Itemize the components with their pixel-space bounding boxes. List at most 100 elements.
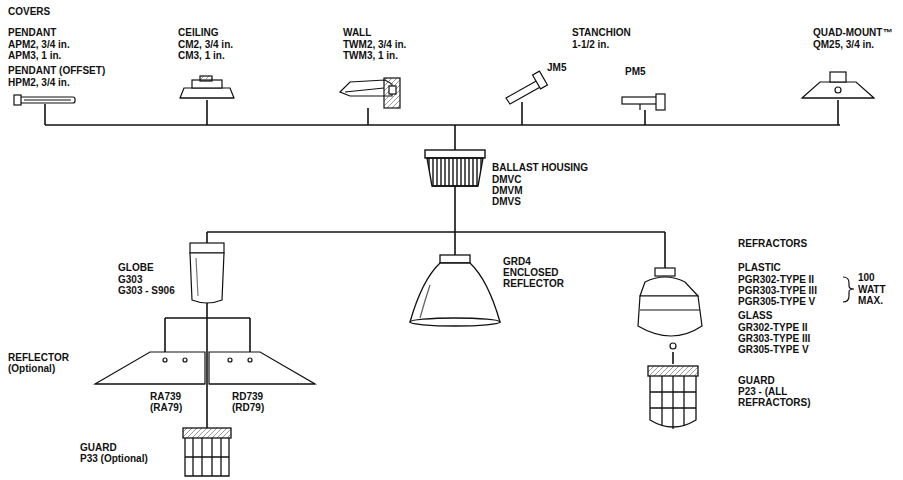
part-label: STANCHION [572, 27, 631, 38]
part-label: PGR305-TYPE V [738, 296, 815, 307]
tree-line [206, 318, 208, 428]
reflector-halves [95, 383, 205, 384]
tree-line [44, 104, 46, 125]
reflector-halves [95, 352, 205, 384]
reflector-halves [228, 358, 232, 362]
part-label: GLOBE [118, 262, 154, 273]
part-label: GR302-TYPE II [738, 322, 807, 333]
part-label: BALLAST HOUSING [492, 162, 588, 173]
ceiling-cover [180, 88, 234, 98]
refractor [638, 296, 702, 336]
tree-line [206, 232, 208, 243]
wall-cover [384, 78, 400, 108]
reflector-halves [248, 358, 252, 362]
wall-cover [389, 86, 396, 94]
stanchion-jm5 [506, 71, 547, 104]
globe [190, 253, 224, 303]
part-label: RD739 [232, 391, 263, 402]
wall-cover [340, 78, 400, 108]
part-label: PGR303-TYPE III [738, 285, 817, 296]
brace [843, 277, 854, 302]
ballast-housing [427, 158, 483, 186]
tree-line [367, 108, 369, 125]
part-label: ENCLOSED [503, 267, 559, 278]
part-label: TWM3, 1 in. [343, 50, 398, 61]
part-label: MAX. [858, 295, 883, 306]
reflector-halves [95, 352, 315, 384]
part-label: PENDANT [8, 27, 56, 38]
part-label: GUARD [80, 442, 117, 453]
globe-guard [185, 456, 229, 457]
refractor-guard [683, 376, 684, 426]
refractor [638, 268, 702, 349]
part-label: RA739 [150, 391, 181, 402]
part-label: COVERS [8, 6, 50, 17]
part-label: HPM2, 3/4 in. [8, 77, 70, 88]
part-label: REFRACTORS) [738, 397, 811, 408]
part-label: APM3, 1 in. [8, 50, 61, 61]
quad-mount-cover [802, 97, 874, 98]
part-label: APM2, 3/4 in. [8, 39, 70, 50]
part-label: REFLECTOR [8, 352, 69, 363]
part-label: GLASS [738, 310, 772, 321]
part-label: GRD4 [503, 256, 531, 267]
refractor [670, 343, 676, 349]
globe [190, 243, 224, 253]
quad-mount-cover [802, 82, 874, 98]
part-label: CM2, 3/4 in. [178, 39, 233, 50]
enclosed-reflector [410, 255, 500, 326]
part-label: G303 [118, 274, 142, 285]
reflector-halves [163, 358, 167, 362]
pendant-cover [20, 97, 75, 103]
part-label: TWM2, 3/4 in. [343, 39, 406, 50]
stanchion-jm5 [506, 80, 542, 104]
part-label: CM3, 1 in. [178, 50, 225, 61]
reflector-halves [209, 383, 315, 384]
ballast-housing [425, 150, 485, 186]
refractor-guard [672, 376, 673, 429]
part-label: JM5 [547, 62, 566, 73]
ceiling-cover [200, 76, 212, 81]
tree-line [45, 100, 840, 428]
tree-line [206, 100, 208, 125]
part-label: GR305-TYPE V [738, 344, 809, 355]
stanchion-jm5 [533, 71, 548, 89]
refractor-guard [648, 366, 698, 376]
reflector-halves [183, 358, 187, 362]
wall-cover [345, 88, 384, 92]
part-label: P23 - (ALL [738, 386, 787, 397]
part-label: QM25, 3/4 in. [813, 39, 874, 50]
tree-line [454, 232, 456, 255]
tree-line [206, 302, 208, 318]
ballast-housing [425, 150, 485, 158]
part-label: G303 - S906 [118, 285, 175, 296]
part-label: WATT [858, 284, 886, 295]
tree-line [672, 352, 674, 364]
part-label: GR303-TYPE III [738, 333, 810, 344]
enclosed-reflector [410, 263, 500, 322]
tree-line [521, 102, 523, 125]
pendant-cover [14, 95, 21, 105]
part-label: CEILING [178, 27, 219, 38]
tree-line [664, 232, 666, 268]
quad-mount-cover [802, 72, 874, 98]
quad-mount-cover [835, 87, 841, 93]
part-label: DMVC [492, 174, 521, 185]
part-label: P33 (Optional) [80, 453, 148, 464]
globe-guard [185, 438, 229, 476]
globe-guard [183, 428, 231, 438]
quad-mount-cover [830, 72, 846, 82]
part-label: PENDANT (OFFSET) [8, 65, 105, 76]
tree-line [164, 318, 166, 352]
tree-line [644, 110, 646, 125]
part-label: (RA79) [150, 402, 182, 413]
tree-line [45, 124, 840, 126]
stanchion-pm5 [622, 97, 660, 104]
tree-line [454, 186, 456, 232]
part-label: WALL [343, 27, 371, 38]
refractor-guard [661, 376, 662, 426]
refractor [640, 309, 700, 310]
part-label: PM5 [625, 66, 646, 77]
refractor-guard [648, 366, 698, 429]
part-label: (Optional) [8, 363, 55, 374]
